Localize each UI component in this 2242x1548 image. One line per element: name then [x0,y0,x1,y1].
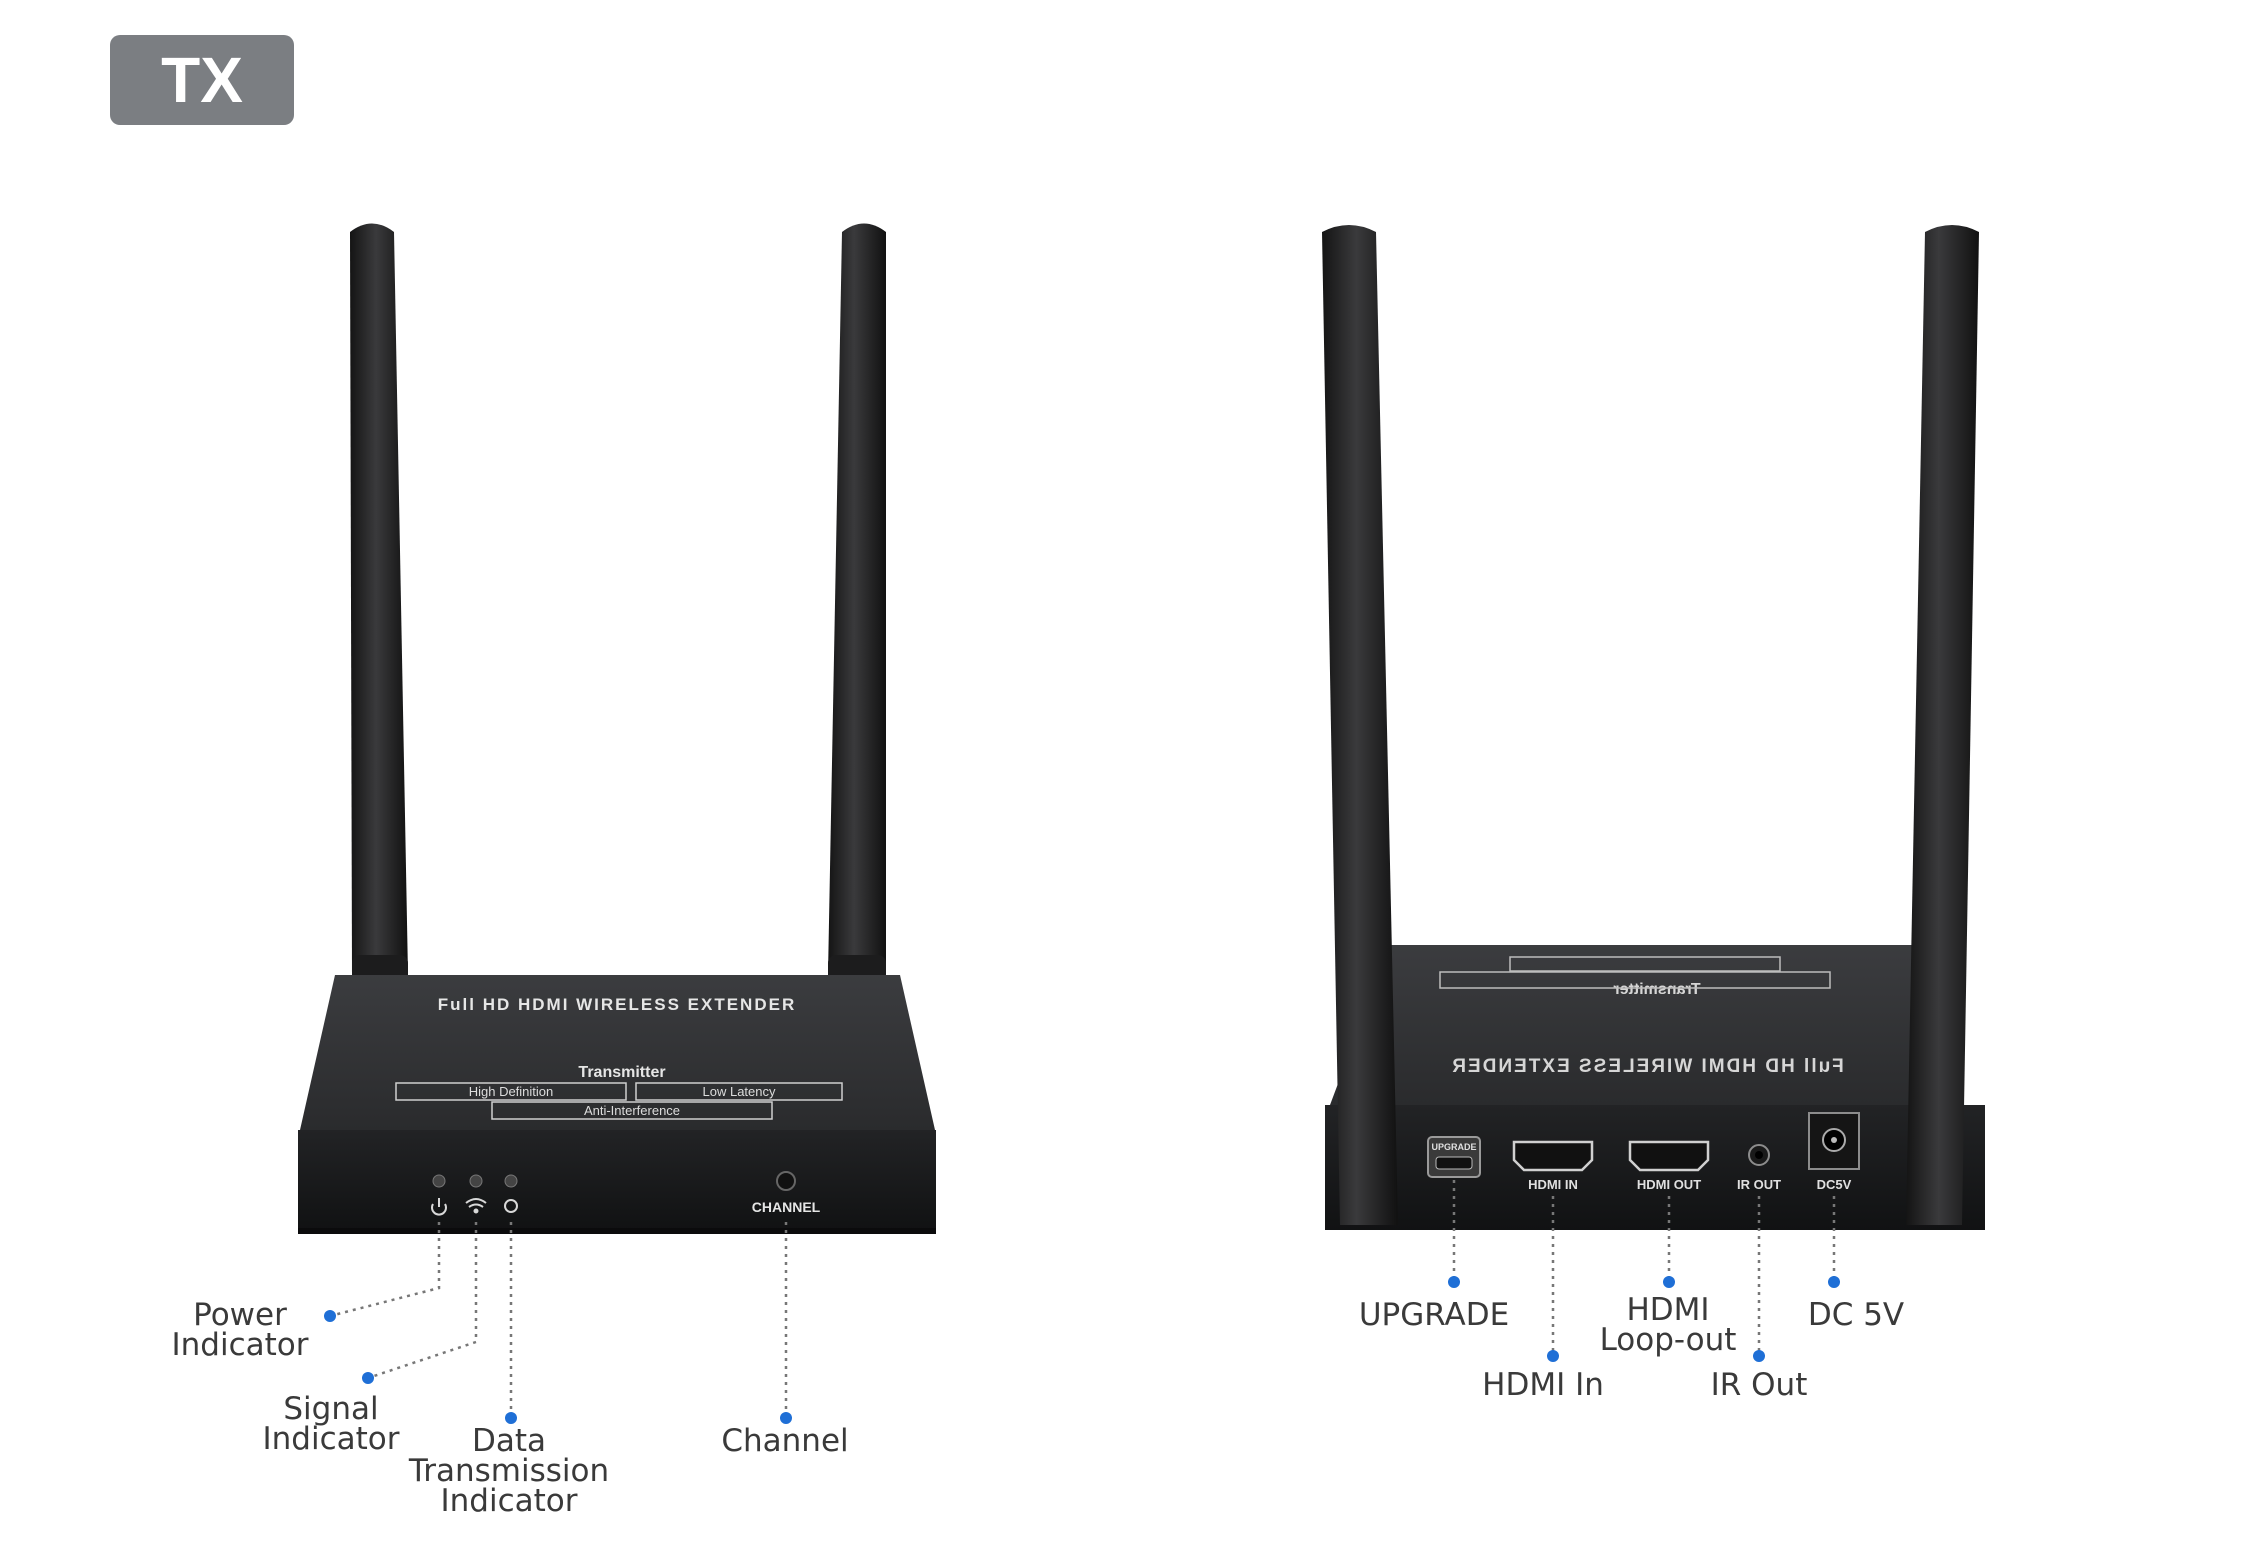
dc-5v-label: DC 5V [1807,1297,1905,1333]
dc5v-port-label: DC5V [1817,1177,1852,1192]
channel-button-label: CHANNEL [752,1199,821,1215]
front-model-text: Transmitter [578,1064,665,1081]
upgrade-dot [1448,1276,1460,1288]
ir-out-dot [1753,1350,1765,1362]
signal-led [469,1174,483,1188]
power-indicator-label: Power Indicator [171,1297,309,1363]
channel-label: Channel [721,1423,849,1459]
hdmi-in-label: HDMI In [1482,1367,1604,1403]
hdmi-in-port-label: HDMI IN [1528,1177,1578,1192]
front-antenna-right [828,223,886,985]
upgrade-port-label: UPGRADE [1431,1142,1476,1152]
upgrade-port: UPGRADE [1427,1136,1481,1178]
back-top-text: Full HD HDMI WIRELESS EXTENDER [1450,1056,1844,1077]
front-feature-2: Low Latency [703,1084,776,1099]
hdmi-out-port: HDMI OUT [1628,1140,1710,1192]
ir-out-port-label: IR OUT [1737,1177,1781,1192]
tx-badge: TX [110,35,294,125]
hdmi-in-dot [1547,1350,1559,1362]
signal-indicator-label: Signal Indicator [262,1391,400,1457]
back-antenna-right [1906,225,1979,1225]
dc5v-dot [1828,1276,1840,1288]
upgrade-label: UPGRADE [1358,1297,1510,1333]
data-icon [504,1199,518,1213]
data-dot [505,1412,517,1424]
front-device-top [300,975,935,1130]
front-top-text: Full HD HDMI WIRELESS EXTENDER [438,995,796,1014]
back-model-text: Transmitter [1613,981,1700,998]
callout-dots [324,1276,1840,1424]
back-antenna-left [1322,225,1398,1225]
front-antenna-left [350,223,408,985]
channel-button [776,1171,796,1191]
ir-out-port: IR OUT [1737,1144,1781,1192]
power-dot [324,1310,336,1322]
data-transmission-indicator-label: Data Transmission Indicator [408,1423,610,1519]
hdmi-loop-dot [1663,1276,1675,1288]
front-feature-3: Anti-Interference [584,1103,680,1118]
wifi-icon [465,1198,487,1214]
data-led [504,1174,518,1188]
back-device-top [1330,945,1920,1105]
front-feature-1: High Definition [469,1084,554,1099]
hdmi-out-port-label: HDMI OUT [1637,1177,1701,1192]
ir-out-label: IR Out [1710,1367,1808,1403]
leader-lines [329,1180,1836,1418]
hdmi-loop-out-label: HDMI Loop-out [1599,1292,1737,1358]
power-icon [431,1198,447,1216]
power-led [432,1174,446,1188]
channel-dot [780,1412,792,1424]
dc5v-port: DC5V [1808,1112,1860,1192]
front-device: Full HD HDMI WIRELESS EXTENDER Transmitt… [298,223,936,1234]
hdmi-in-port: HDMI IN [1512,1140,1594,1192]
back-device: Full HD HDMI WIRELESS EXTENDER Transmitt… [1322,225,1985,1230]
front-device-face [298,1130,936,1230]
signal-dot [362,1372,374,1384]
